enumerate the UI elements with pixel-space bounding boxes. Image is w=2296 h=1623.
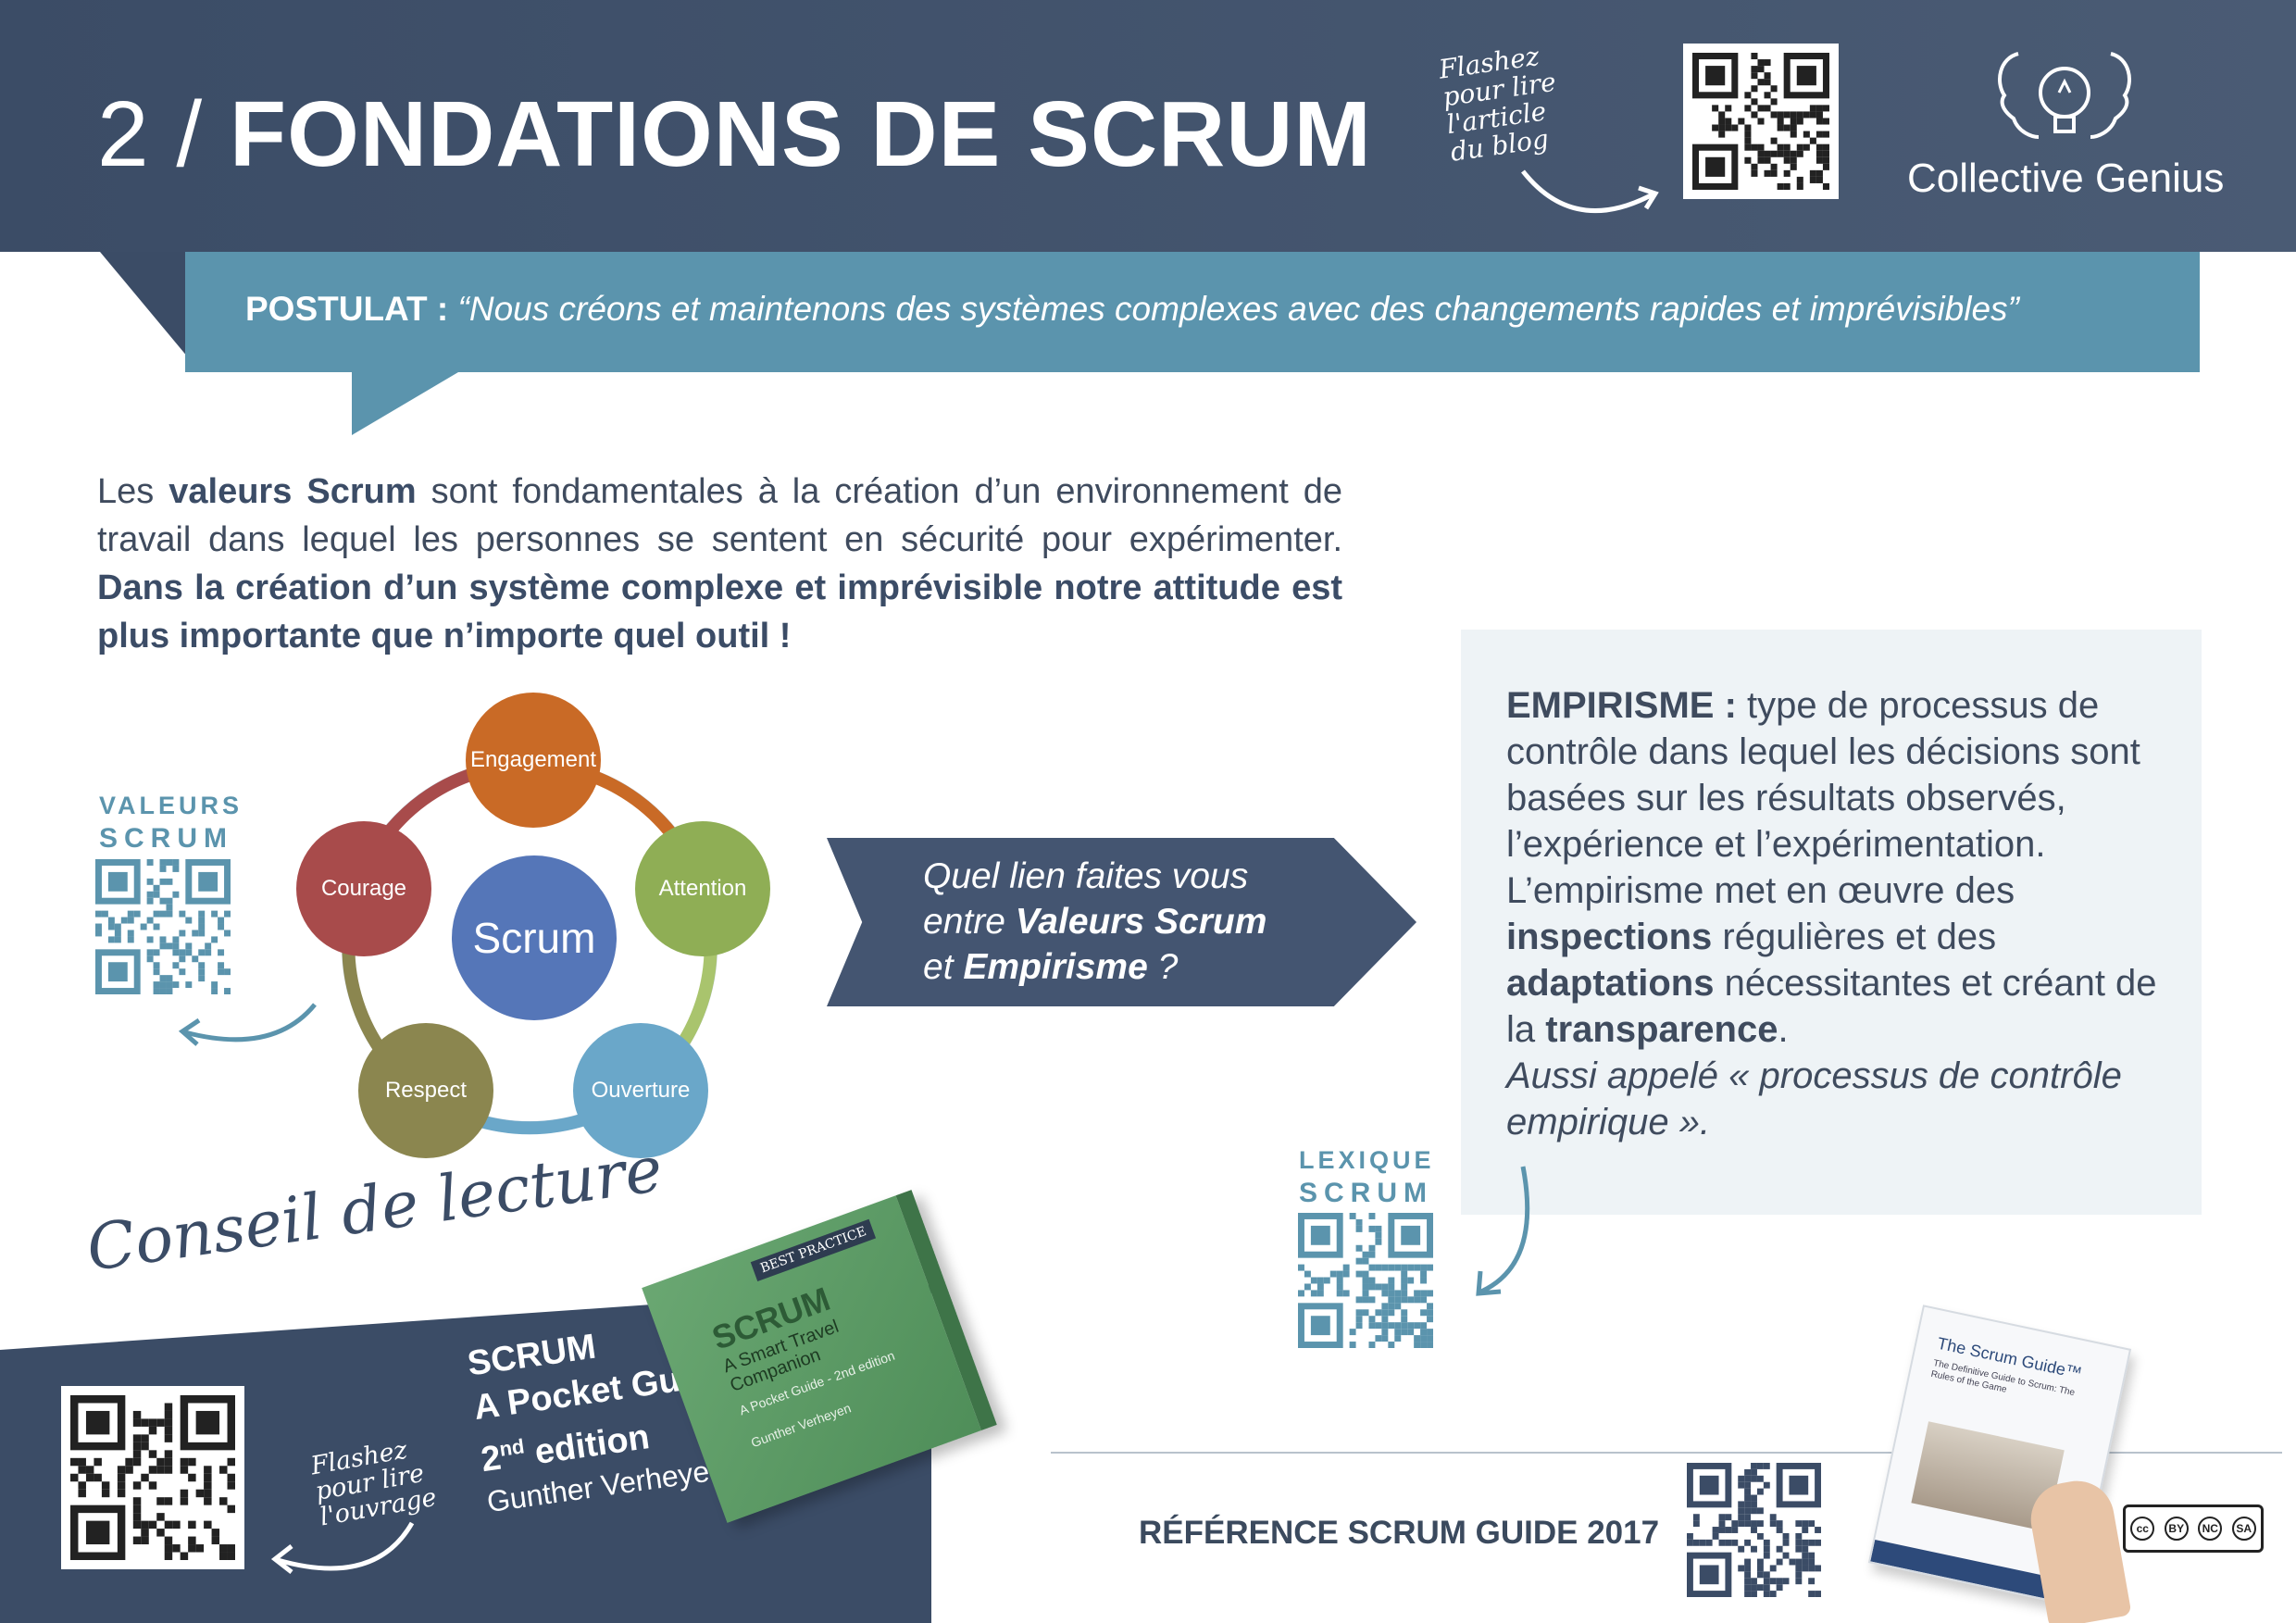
intro-bold-2: Dans la création d’un système complexe e…	[97, 568, 1342, 655]
scrum-guide-reference: RÉFÉRENCE SCRUM GUIDE 2017	[1139, 1515, 1660, 1551]
curved-arrow-icon	[1521, 169, 1659, 213]
header-banner	[0, 0, 2296, 252]
valeurs-label-line1: VALEURS	[99, 792, 243, 819]
intro-bold-1: valeurs Scrum	[168, 472, 417, 511]
license-cc-icon: cc	[2130, 1517, 2155, 1541]
intro-text-2: sont fondamentales à la création d’un en…	[97, 472, 1343, 559]
value-engagement: Engagement	[466, 693, 601, 828]
qr-code-icon	[95, 859, 231, 994]
title-number: 2 /	[97, 82, 204, 186]
empirisme-term: EMPIRISME :	[1506, 685, 1737, 726]
empirisme-text-1: type de processus de contrôle dans leque…	[1506, 685, 2140, 911]
lexique-label-line1: LEXIQUE	[1299, 1146, 1435, 1174]
license-sa: SA	[2231, 1517, 2256, 1541]
postulat-label: POSTULAT :	[245, 290, 449, 328]
curved-arrow-left-icon	[270, 1521, 415, 1574]
qr-code-guide[interactable]	[1687, 1463, 1821, 1597]
qr-code-icon	[1692, 53, 1829, 190]
value-respect: Respect	[358, 1023, 493, 1158]
book-edition-sup: nd	[497, 1434, 526, 1461]
question-line2: entre Valeurs Scrum	[923, 899, 1349, 944]
valeurs-label-line2: SCRUM	[99, 823, 233, 854]
page-title: 2 / FONDATIONS DE SCRUM	[97, 81, 1372, 188]
question-line2-bold: Valeurs Scrum	[1015, 902, 1267, 942]
question-line3-bold: Empirisme	[963, 947, 1148, 987]
postulat-quote: “Nous créons et maintenons des systèmes …	[457, 290, 2019, 328]
curved-arrow-down-icon	[1476, 1166, 1530, 1296]
postulat-tail	[100, 252, 193, 363]
license-nc: NC	[2198, 1517, 2223, 1541]
lexique-label-line2: SCRUM	[1299, 1178, 1433, 1208]
question-line1: Quel lien faites vous	[923, 856, 1249, 896]
flash-note-blog: Flashez pour lire l'article du blog	[1437, 40, 1558, 168]
postulat-text: POSTULAT : “Nous créons et maintenons de…	[245, 290, 2019, 329]
empirisme-bold-adaptations: adaptations	[1506, 963, 1715, 1004]
qr-code-valeurs[interactable]	[95, 859, 231, 994]
qr-code-lexique[interactable]	[1298, 1213, 1433, 1348]
empirisme-panel	[1461, 630, 2202, 1215]
hand-image	[2025, 1475, 2132, 1623]
logo-text: Collective Genius	[1907, 156, 2225, 201]
empirisme-text-3: nécessitantes et créant de la	[1506, 963, 2157, 1050]
title-main: FONDATIONS DE SCRUM	[229, 82, 1372, 186]
question-line3-pre: et	[923, 947, 964, 987]
license-by: BY	[2164, 1517, 2189, 1541]
qr-code-book[interactable]	[61, 1386, 244, 1569]
empirisme-bold-transparence: transparence	[1545, 1009, 1778, 1050]
curved-arrow-left-icon	[178, 1003, 317, 1046]
cover-badge: BEST PRACTICE	[750, 1218, 877, 1281]
lightbulb-faces-icon	[1998, 52, 2131, 139]
question-text: Quel lien faites vous entre Valeurs Scru…	[923, 854, 1349, 990]
question-line2-pre: entre	[923, 902, 1016, 942]
creative-commons-icon: cc BY NC SA	[2123, 1504, 2264, 1553]
qr-code-blog[interactable]	[1683, 44, 1839, 199]
valeurs-scrum-label: VALEURS SCRUM	[99, 789, 243, 855]
postulat-notch	[352, 372, 458, 435]
empirisme-text-2: régulières et des	[1712, 917, 1997, 957]
empirisme-bold-inspections: inspections	[1506, 917, 1713, 957]
postulat-banner	[185, 252, 2200, 372]
scrum-center-circle: Scrum	[452, 855, 617, 1020]
empirisme-italic: Aussi appelé « processus de contrôle emp…	[1506, 1055, 2122, 1142]
empirisme-definition: EMPIRISME : type de processus de contrôl…	[1506, 682, 2173, 1145]
question-arrow	[827, 838, 1416, 1006]
question-line3-post: ?	[1147, 947, 1179, 987]
intro-paragraph: Les valeurs Scrum sont fondamentales à l…	[97, 468, 1342, 660]
value-courage: Courage	[296, 821, 431, 956]
lexique-scrum-label: LEXIQUE SCRUM	[1299, 1143, 1435, 1210]
qr-code-icon	[1298, 1213, 1433, 1348]
intro-text-1: Les	[97, 472, 169, 511]
value-attention: Attention	[635, 821, 770, 956]
empirisme-text-4: .	[1778, 1009, 1789, 1050]
footer-divider	[1051, 1452, 2282, 1454]
qr-code-icon	[1687, 1463, 1821, 1597]
question-line3: et Empirisme ?	[923, 944, 1349, 990]
value-ouverture: Ouverture	[573, 1023, 708, 1158]
qr-code-icon	[70, 1395, 235, 1560]
